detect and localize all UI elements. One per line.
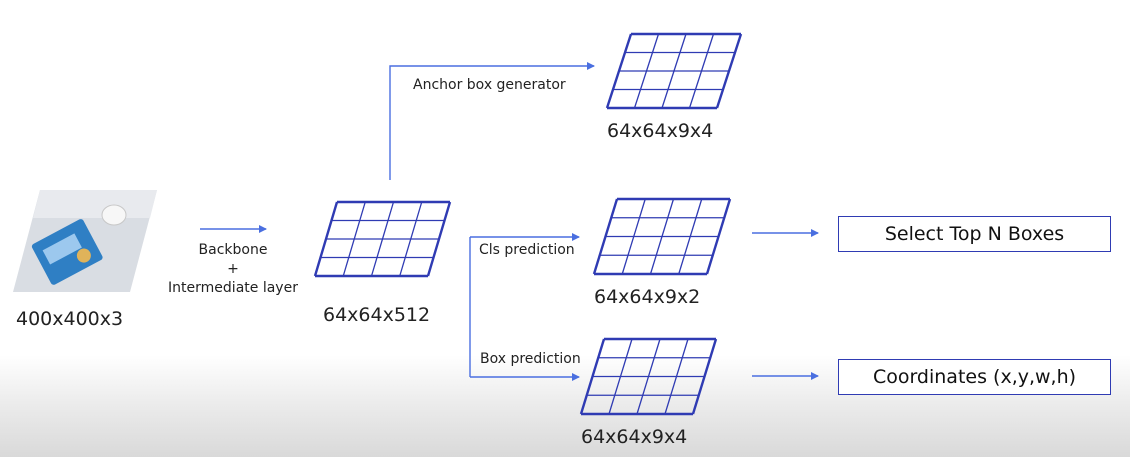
arrow-anchor bbox=[389, 62, 595, 180]
coordinates-box: Coordinates (x,y,w,h) bbox=[838, 359, 1111, 395]
cls-size-label: 64x64x9x2 bbox=[594, 286, 701, 308]
cls-prediction-label: Cls prediction bbox=[479, 242, 575, 258]
box-size-label: 64x64x9x4 bbox=[581, 426, 688, 448]
anchor-size-label: 64x64x9x4 bbox=[607, 120, 714, 142]
box-map-grid bbox=[579, 337, 718, 416]
product-package-icon bbox=[31, 219, 103, 285]
backbone-label: Backbone bbox=[198, 242, 268, 258]
plus-label: + bbox=[227, 261, 239, 277]
anchor-generator-label: Anchor box generator bbox=[413, 77, 566, 93]
feature-map-size-label: 64x64x512 bbox=[323, 304, 431, 326]
input-image bbox=[13, 190, 157, 292]
cls-map-grid bbox=[592, 197, 732, 276]
feature-map-grid bbox=[313, 200, 452, 278]
input-size-label: 400x400x3 bbox=[16, 308, 124, 330]
intermediate-layer-label: Intermediate layer bbox=[168, 280, 298, 296]
anchor-map-grid bbox=[605, 32, 743, 110]
select-top-n-box: Select Top N Boxes bbox=[838, 216, 1111, 252]
box-prediction-label: Box prediction bbox=[480, 351, 581, 367]
bottle-cap-icon bbox=[101, 204, 127, 226]
